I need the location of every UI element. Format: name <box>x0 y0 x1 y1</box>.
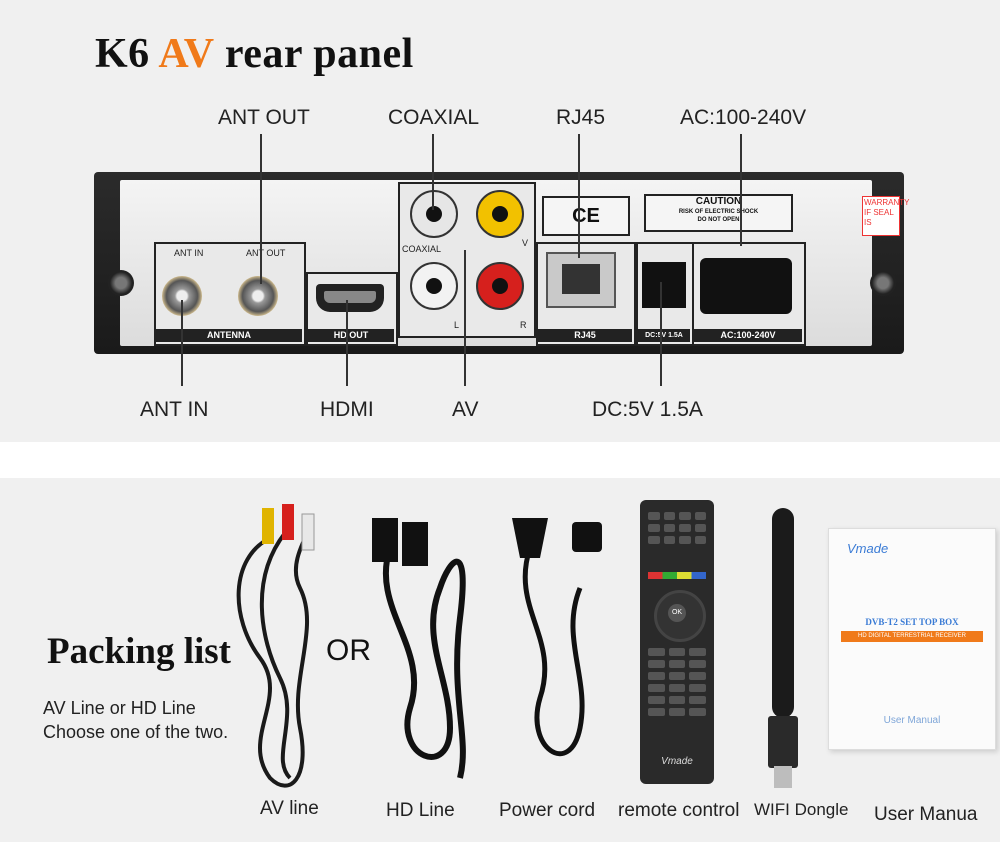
right-screw-icon <box>870 270 896 296</box>
ant-in-port-label: ANT IN <box>174 248 204 258</box>
title-part1: K6 <box>95 31 159 77</box>
hdmi-plug-left-icon <box>372 518 398 562</box>
coaxial-port-label: COAXIAL <box>402 244 442 254</box>
rca-plugs-icon <box>262 504 315 551</box>
left-screw-icon <box>108 270 134 296</box>
usb-plug-icon <box>774 766 792 788</box>
callout-av: AV <box>452 398 479 421</box>
callout-dc: DC:5V 1.5A <box>592 398 703 421</box>
dc-callout-line <box>660 282 662 386</box>
or-label: OR <box>326 634 371 667</box>
power-cord-icon <box>522 547 585 757</box>
hdmi-plug-right-icon <box>402 522 428 566</box>
rj45-bar-label: RJ45 <box>538 329 632 342</box>
coaxial-callout-line <box>432 134 434 210</box>
audio-right-connector-icon <box>476 262 524 310</box>
caution-line1: RISK OF ELECTRIC SHOCK <box>678 209 759 215</box>
ac-socket-icon <box>700 258 792 314</box>
av-callout-line <box>464 250 466 386</box>
remote-top-buttons <box>648 512 706 544</box>
callout-ant-in: ANT IN <box>140 398 209 421</box>
callout-rj45: RJ45 <box>556 106 606 129</box>
manual-brand-logo: Vmade <box>847 541 889 556</box>
hdmi-callout-line <box>346 300 348 386</box>
video-connector-icon <box>476 190 524 238</box>
remote-brand-logo: Vmade <box>661 756 693 767</box>
remote-number-buttons <box>648 648 706 716</box>
wifi-antenna-icon <box>772 508 794 718</box>
remote-control-icon: OK Vmade <box>640 500 714 784</box>
hdmi-cable-icon <box>382 547 466 779</box>
remote-ok-button: OK <box>668 604 686 622</box>
item-label-wifi-dongle: WIFI Dongle <box>754 800 849 819</box>
packing-list-title: Packing list <box>47 631 231 672</box>
manual-subtitle: HD DIGITAL TERRESTRIAL RECEIVER <box>841 631 983 642</box>
item-label-av-line: AV line <box>260 798 319 819</box>
r-port-label: R <box>520 320 527 330</box>
item-label-user-manual: User Manua <box>874 804 978 825</box>
callout-ant-out: ANT OUT <box>218 106 310 129</box>
c7-connector-icon <box>572 522 602 552</box>
item-label-remote-control: remote control <box>618 800 740 821</box>
ac-callout-line <box>740 134 742 246</box>
remote-color-buttons <box>648 572 706 579</box>
antenna-bar-label: ANTENNA <box>156 329 302 342</box>
ac-bar-label: AC:100-240V <box>694 329 802 342</box>
dc-bar-label: DC:5V 1.5A <box>638 329 690 342</box>
ant-out-connector-icon <box>238 276 278 316</box>
title-part2: rear panel <box>213 31 414 77</box>
wifi-dongle-body-icon <box>768 716 798 768</box>
euro-plug-icon <box>512 518 548 558</box>
hd-out-bar-label: HD OUT <box>308 329 394 342</box>
v-port-label: V <box>522 238 529 248</box>
remote-dpad-icon <box>654 590 706 642</box>
av-cable-icon <box>236 527 312 788</box>
l-port-label: L <box>454 320 460 330</box>
coaxial-connector-icon <box>410 190 458 238</box>
cables-illustration <box>236 504 602 788</box>
antenna-port-group <box>154 242 306 346</box>
caution-line2: DO NOT OPEN <box>697 217 740 223</box>
callout-ac: AC:100-240V <box>680 106 807 129</box>
manual-footer: User Manual <box>883 715 941 726</box>
item-label-hd-line: HD Line <box>386 800 455 821</box>
hdmi-port-icon <box>316 284 384 312</box>
manual-title: DVB-T2 SET TOP BOX <box>865 617 959 627</box>
packing-desc-line2: Choose one of the two. <box>43 722 229 742</box>
rj45-port-icon <box>546 252 616 308</box>
rj45-callout-line <box>578 134 580 258</box>
ant-out-callout-line <box>260 134 262 284</box>
item-label-power-cord: Power cord <box>499 800 596 821</box>
warranty-seal: WARRANTY IF SEAL IS <box>862 196 909 236</box>
audio-left-connector-icon <box>410 262 458 310</box>
ant-out-port-label: ANT OUT <box>246 248 286 258</box>
ant-in-callout-line <box>181 300 183 386</box>
callout-hdmi: HDMI <box>320 398 374 421</box>
callout-coaxial: COAXIAL <box>388 106 480 129</box>
title-accent: AV <box>158 31 214 77</box>
caution-title: CAUTION <box>695 196 742 207</box>
ce-mark-icon: CE <box>542 196 630 236</box>
dc-jack-icon <box>642 262 686 308</box>
page-title: K6 AV rear panel <box>95 30 414 78</box>
packing-desc-line1: AV Line or HD Line <box>43 698 196 718</box>
user-manual-icon: Vmade DVB-T2 SET TOP BOX HD DIGITAL TERR… <box>828 528 996 750</box>
caution-label: CAUTION RISK OF ELECTRIC SHOCK DO NOT OP… <box>644 194 793 232</box>
